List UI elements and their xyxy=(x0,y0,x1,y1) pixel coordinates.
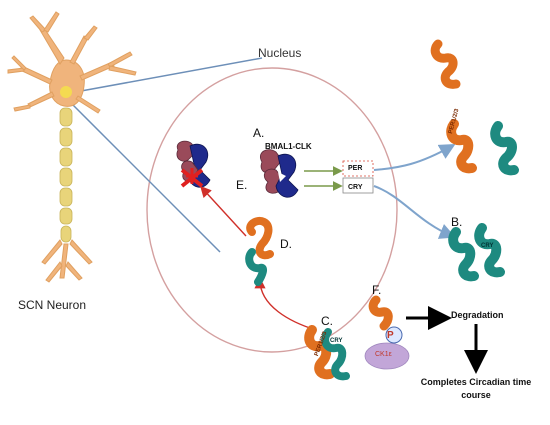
degradation-label: Degradation xyxy=(451,310,504,320)
per-gene-promoter xyxy=(304,160,374,177)
completes-cycle-label: Completes Circadian time course xyxy=(420,377,532,400)
per-gene-label: PER xyxy=(348,165,363,172)
per-protein-translated xyxy=(446,119,477,174)
bmal1-clk-label: BMAL1-CLK xyxy=(265,142,312,151)
scn-neuron-icon xyxy=(7,11,137,283)
label-b: B. xyxy=(451,215,463,229)
cry-protein-b-right xyxy=(474,223,505,278)
per-cry-dimer-d xyxy=(245,217,274,286)
per-protein-cytoplasm-top xyxy=(430,39,461,89)
label-e: E. xyxy=(236,178,248,192)
cry-protein-b-left xyxy=(448,227,479,282)
cry-gene-promoter xyxy=(304,177,374,194)
nucleus-membrane xyxy=(146,67,398,353)
cry-protein-label-b: CRY xyxy=(481,243,494,249)
cry-protein-label-c: CRY xyxy=(330,338,343,344)
bmal1-clk-complex-a xyxy=(260,149,299,198)
scn-neuron-label: SCN Neuron xyxy=(18,298,87,312)
cry-transcript-arrow xyxy=(373,185,456,239)
nucleus-label: Nucleus xyxy=(258,46,302,60)
phosphate-label: P xyxy=(387,330,394,341)
label-c: C. xyxy=(321,314,333,328)
nuclear-entry-arrow xyxy=(254,277,317,331)
label-f: F. xyxy=(372,283,382,297)
inhibition-arrow xyxy=(200,185,247,237)
axon-myelin xyxy=(59,107,73,243)
ck1-enzyme xyxy=(364,342,410,370)
ck1-label: CK1ε xyxy=(375,351,392,358)
per-transcript-arrow xyxy=(373,144,456,171)
neuron-to-nucleus-line-bottom xyxy=(67,99,221,253)
label-a: A. xyxy=(253,126,265,140)
phosphate-group xyxy=(385,326,403,344)
per-cry-complex-c xyxy=(304,325,350,381)
inhibited-complex-e xyxy=(176,140,211,188)
cry-gene-label: CRY xyxy=(348,184,363,191)
cry-protein-translated-top xyxy=(490,121,519,176)
phosphorylation-f xyxy=(364,295,488,374)
neuron-nucleus-dot xyxy=(60,86,72,98)
label-d: D. xyxy=(280,237,292,251)
neuron-to-nucleus-line-top xyxy=(69,57,263,94)
